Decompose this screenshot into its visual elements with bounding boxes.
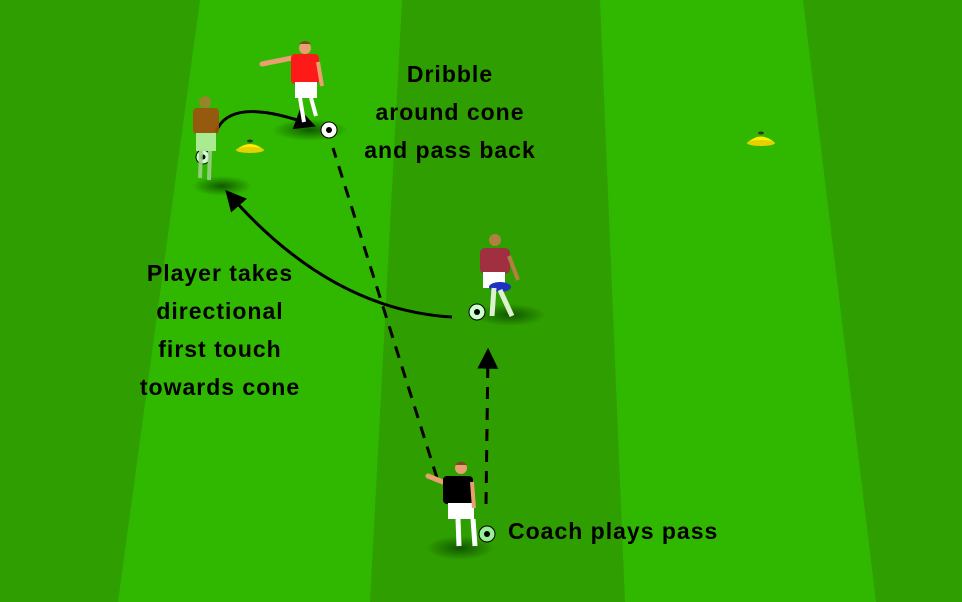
light-stripe-2 (600, 0, 876, 602)
dribble-label: Dribble around cone and pass back (364, 61, 536, 163)
first-touch-label: Player takes directional first touch tow… (139, 260, 301, 400)
ball-icon-coach (478, 525, 496, 543)
cone-icon-left (236, 139, 264, 153)
cone-icon-right (747, 131, 775, 146)
ball-icon-red (320, 121, 338, 139)
light-stripe-1 (118, 0, 402, 602)
first-touch-arrow (225, 189, 453, 319)
dribble-arrow (214, 109, 316, 133)
player-brown-icon (193, 96, 219, 181)
coach-label: Coach plays pass (508, 518, 719, 544)
dashed-pass-arrow-to-red (331, 147, 439, 479)
player-red-icon (259, 41, 324, 123)
dashed-pass-arrow-to-maroon (477, 347, 499, 505)
coach-icon (425, 461, 478, 547)
ball-icon-maroon (468, 303, 486, 321)
player-maroon-icon (480, 234, 520, 318)
